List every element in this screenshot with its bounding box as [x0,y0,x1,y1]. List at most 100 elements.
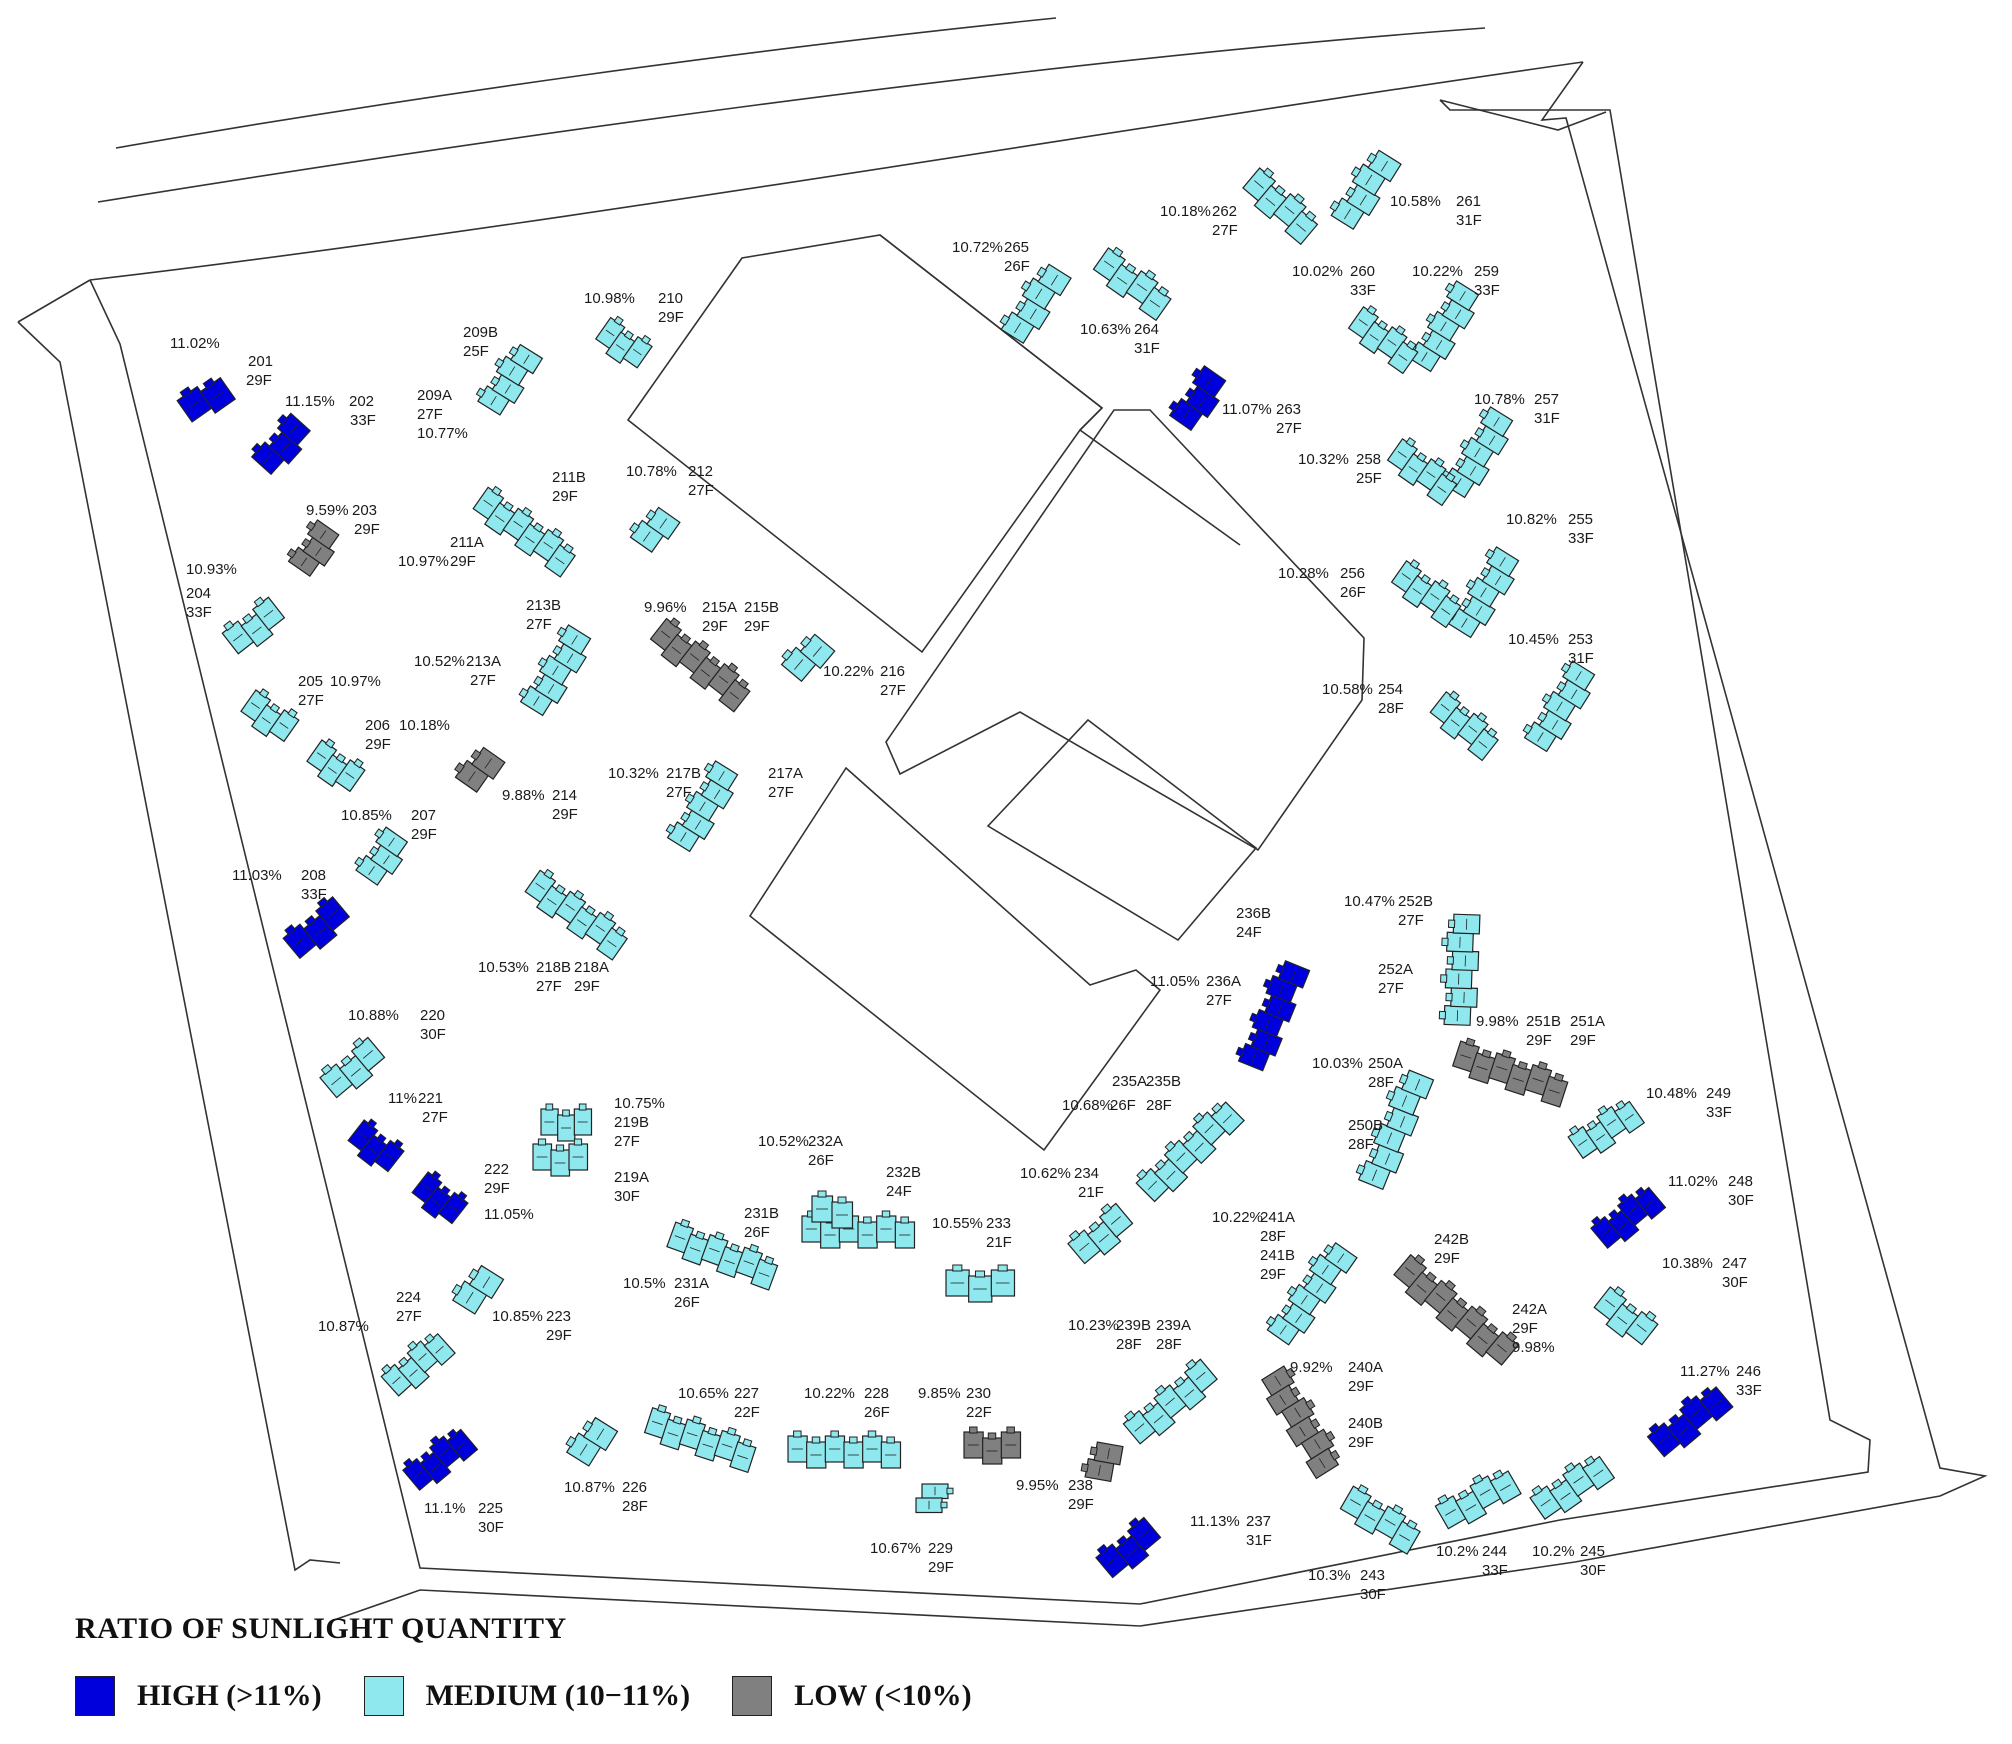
building-label: 219B [614,1114,649,1131]
building-detail-line [1480,587,1487,598]
building-label: 10.85% [341,807,392,824]
building-label: 10.82% [1506,511,1557,528]
building-balcony [457,1190,468,1202]
building-212[interactable] [626,501,681,555]
building-250[interactable] [1354,1066,1435,1192]
building-232[interactable] [801,1190,916,1249]
building-254[interactable] [1427,688,1505,762]
building-detail-line [699,801,706,812]
building-balcony [430,1170,442,1181]
building-balcony [562,1109,570,1117]
building-label: 27F [422,1109,448,1126]
building-label: 229 [928,1540,953,1557]
building-block [1406,280,1480,373]
building-227[interactable] [643,1403,760,1474]
building-203[interactable] [284,517,343,580]
building-balcony [381,1363,392,1375]
building-221[interactable] [344,1116,407,1176]
building-206[interactable] [304,736,368,796]
building-balcony [1459,439,1470,450]
building-264[interactable] [1090,244,1177,322]
building-223[interactable] [449,1260,505,1317]
building-208[interactable] [280,893,353,963]
building-265[interactable] [997,259,1072,347]
building-block [1393,1253,1520,1366]
building-211[interactable] [470,483,582,578]
building-217[interactable] [663,758,742,854]
building-balcony [1136,1168,1148,1181]
building-label: 30F [614,1188,640,1205]
building-238[interactable] [1080,1440,1124,1483]
building-label: 212 [688,463,713,480]
building-label: 27F [1212,222,1238,239]
building-label: 208 [301,867,326,884]
building-214[interactable] [451,741,506,795]
building-263[interactable] [1166,363,1231,434]
legend-item-medium: MEDIUM (10−11%) [363,1676,690,1716]
building-259[interactable] [1404,278,1483,374]
building-218[interactable] [522,866,634,961]
building-237[interactable] [1093,1514,1165,1583]
building-258[interactable] [1384,435,1463,507]
building-251[interactable] [1451,1036,1571,1108]
building-balcony [1211,1102,1223,1114]
building-252[interactable] [1438,913,1481,1026]
building-236[interactable] [1234,957,1311,1073]
building-balcony [1531,1485,1543,1496]
building-detail-line [1314,1439,1321,1450]
building-detail-line [422,1183,431,1191]
building-222[interactable] [408,1168,471,1228]
building-210[interactable] [592,313,655,372]
building-242[interactable] [1390,1251,1521,1370]
building-261[interactable] [1327,145,1402,233]
building-226[interactable] [563,1412,619,1469]
building-229[interactable] [915,1483,954,1514]
building-262[interactable] [1239,164,1324,246]
building-201[interactable] [174,369,237,427]
building-256[interactable] [1388,557,1467,629]
building-225[interactable] [400,1421,479,1495]
building-243[interactable] [1337,1482,1425,1555]
building-block [472,485,577,578]
building-label: 22F [734,1404,760,1421]
building-230[interactable] [963,1426,1022,1465]
building-246[interactable] [1644,1379,1734,1462]
building-248[interactable] [1588,1179,1667,1253]
building-249[interactable] [1565,1092,1646,1163]
building-209[interactable] [474,339,544,418]
building-240[interactable] [1257,1363,1348,1480]
building-detail-line [384,1152,394,1160]
building-219[interactable] [532,1103,593,1177]
building-balcony [1481,1049,1492,1059]
building-224[interactable] [378,1326,456,1401]
building-231[interactable] [665,1217,781,1291]
building-241[interactable] [1263,1236,1358,1348]
building-216[interactable] [778,627,836,685]
building-244[interactable] [1433,1462,1522,1534]
building-247[interactable] [1591,1283,1661,1349]
building-balcony [1192,1112,1205,1124]
building-detail-line [607,940,617,948]
building-207[interactable] [352,824,412,888]
building-260[interactable] [1345,303,1424,375]
building-204[interactable] [219,593,288,658]
building-235[interactable] [1133,1094,1245,1205]
building-253[interactable] [1520,658,1599,754]
building-202[interactable] [248,410,315,478]
building-220[interactable] [317,1034,389,1103]
building-255[interactable] [1444,544,1523,640]
building-block [380,1332,456,1397]
building-213[interactable] [516,622,595,718]
building-205[interactable] [238,686,302,746]
building-234[interactable] [1065,1200,1137,1269]
building-215[interactable] [647,615,757,713]
building-label: 26F [864,1404,890,1421]
legend-title: RATIO OF SUNLIGHT QUANTITY [75,1612,567,1645]
building-block [1242,167,1319,246]
building-239[interactable] [1120,1355,1221,1448]
building-233[interactable] [945,1264,1016,1303]
building-balcony [468,1268,480,1281]
building-245[interactable] [1527,1448,1616,1524]
building-balcony [551,527,563,539]
building-228[interactable] [787,1430,902,1469]
